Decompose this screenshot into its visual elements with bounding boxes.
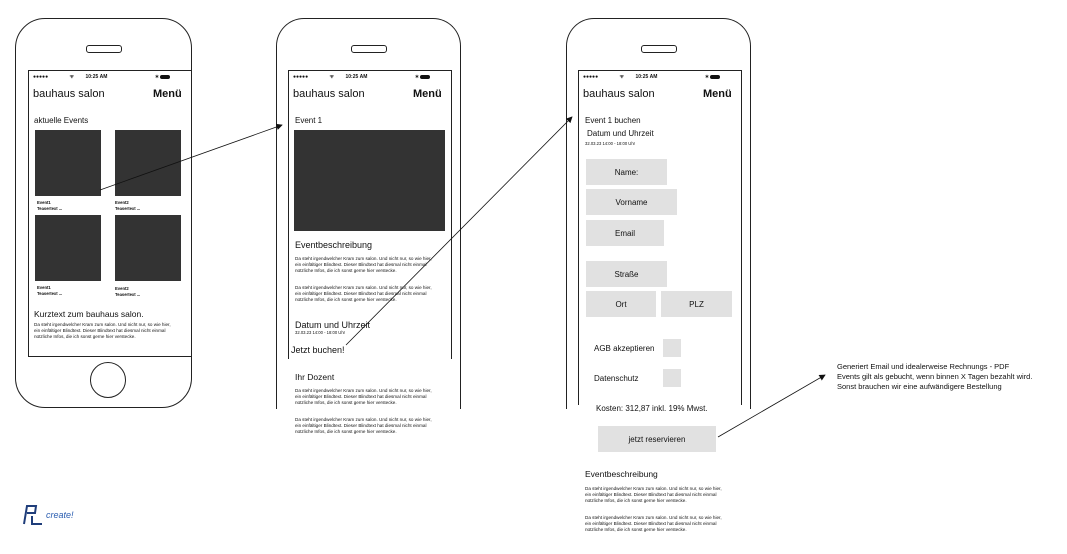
wifi-icon: ᯤ [69, 74, 75, 80]
description-body: Da steht irgendwelcher Kram zum salon. U… [295, 285, 432, 302]
date-value: 32.03.23 14:00 - 18:00 Uhr [295, 330, 346, 335]
battery-icon [420, 74, 431, 79]
current-events-heading: aktuelle Events [34, 116, 89, 125]
terms-checkbox[interactable] [663, 339, 681, 357]
bluetooth-icon: ∗ [704, 74, 710, 80]
phone-1-screen [28, 70, 192, 357]
zip-field[interactable]: PLZ [661, 291, 732, 317]
event-tile-image[interactable] [115, 215, 181, 281]
signal-icon: ●●●●● [33, 74, 49, 80]
brand-title[interactable]: bauhaus salon [33, 88, 105, 100]
event-tile-image[interactable] [115, 130, 181, 196]
privacy-label: Datenschutz [594, 374, 639, 383]
event-tile-image[interactable] [35, 215, 101, 281]
bluetooth-icon: ∗ [154, 74, 160, 80]
flow-arrow [345, 116, 573, 346]
description-body: Da steht irgendwelcher Kram zum salon. U… [585, 515, 722, 532]
cost-text: Kosten: 312,87 inkl. 19% Mwst. [596, 404, 708, 413]
battery-icon [710, 74, 721, 79]
signal-icon: ●●●●● [583, 74, 599, 80]
status-bar: ●●●●● ᯤ 10:25 AM ∗ [33, 74, 185, 80]
bluetooth-icon: ∗ [414, 74, 420, 80]
date-value: 32.03.23 14:00 - 18:00 Uhr [585, 141, 636, 146]
short-text-heading: Kurztext zum bauhaus salon. [34, 309, 144, 319]
status-time: 10:25 AM [85, 74, 108, 80]
event-tile-name[interactable]: Event2 [115, 286, 129, 291]
event-image [294, 130, 445, 231]
event-tile-teaser: Teasertext ... [37, 291, 63, 296]
booking-title: Event 1 buchen [585, 116, 641, 125]
menu-button[interactable]: Menü [153, 88, 182, 100]
event-tile-name[interactable]: Event1 [37, 200, 51, 205]
flow-arrow [99, 123, 283, 191]
event-tile-teaser: Teasertext ... [115, 292, 141, 297]
event-tile-name[interactable]: Event1 [37, 285, 51, 290]
notes-text: Generiert Email und idealerweise Rechnun… [837, 362, 1032, 392]
brand-logo-text: create! [46, 510, 74, 520]
menu-button[interactable]: Menü [703, 88, 732, 100]
event-tile-image[interactable] [35, 130, 101, 196]
book-now-link[interactable]: Jetzt buchen! [291, 345, 345, 355]
phone-3-speaker [641, 45, 677, 53]
note-line: Sonst brauchen wir eine aufwändigere Bes… [837, 382, 1002, 391]
status-bar: ●●●●● ᯤ 10:25 AM ∗ [293, 74, 445, 80]
wifi-icon: ᯤ [619, 74, 625, 80]
event-tile-teaser: Teasertext ... [115, 206, 141, 211]
description-body: Da steht irgendwelcher Kram zum salon. U… [295, 256, 432, 273]
date-heading: Datum und Uhrzeit [295, 320, 371, 330]
event-tile-name[interactable]: Event2 [115, 200, 129, 205]
privacy-checkbox[interactable] [663, 369, 681, 387]
reserve-button[interactable]: jetzt reservieren [598, 426, 716, 452]
terms-label: AGB akzeptieren [594, 344, 655, 353]
first-name-field[interactable]: Vorname [586, 189, 677, 215]
lecturer-body: Da steht irgendwelcher Kram zum salon. U… [295, 417, 432, 434]
status-time: 10:25 AM [635, 74, 658, 80]
lecturer-heading: Ihr Dozent [295, 372, 335, 382]
status-time: 10:25 AM [345, 74, 368, 80]
menu-button[interactable]: Menü [413, 88, 442, 100]
description-heading: Eventbeschreibung [295, 240, 373, 250]
note-line: Generiert Email und idealerweise Rechnun… [837, 362, 1010, 371]
event-tile-teaser: Teasertext ... [37, 206, 63, 211]
battery-icon [160, 74, 171, 79]
description-body: Da steht irgendwelcher Kram zum salon. U… [585, 486, 722, 503]
phone-1-home-button[interactable] [90, 362, 126, 398]
lecturer-body: Da steht irgendwelcher Kram zum salon. U… [295, 388, 432, 405]
brand-logo-icon [23, 505, 42, 525]
short-text-body: Da steht irgendwelcher Kram zum salon. U… [34, 322, 171, 339]
description-heading: Eventbeschreibung [585, 469, 658, 479]
date-heading: Datum und Uhrzeit [587, 129, 654, 138]
name-field[interactable]: Name: [586, 159, 667, 185]
status-bar: ●●●●● ᯤ 10:25 AM ∗ [583, 74, 735, 80]
phone-2-speaker [351, 45, 387, 53]
signal-icon: ●●●●● [293, 74, 309, 80]
email-field[interactable]: Email [586, 220, 664, 246]
brand-title[interactable]: bauhaus salon [583, 88, 655, 100]
wifi-icon: ᯤ [329, 74, 335, 80]
street-field[interactable]: Straße [586, 261, 667, 287]
brand-title[interactable]: bauhaus salon [293, 88, 365, 100]
city-field[interactable]: Ort [586, 291, 656, 317]
event-title: Event 1 [295, 116, 323, 125]
phone-1-speaker [86, 45, 122, 53]
note-line: Events gilt als gebucht, wenn binnen X T… [837, 372, 1033, 381]
flow-arrow [717, 374, 826, 438]
